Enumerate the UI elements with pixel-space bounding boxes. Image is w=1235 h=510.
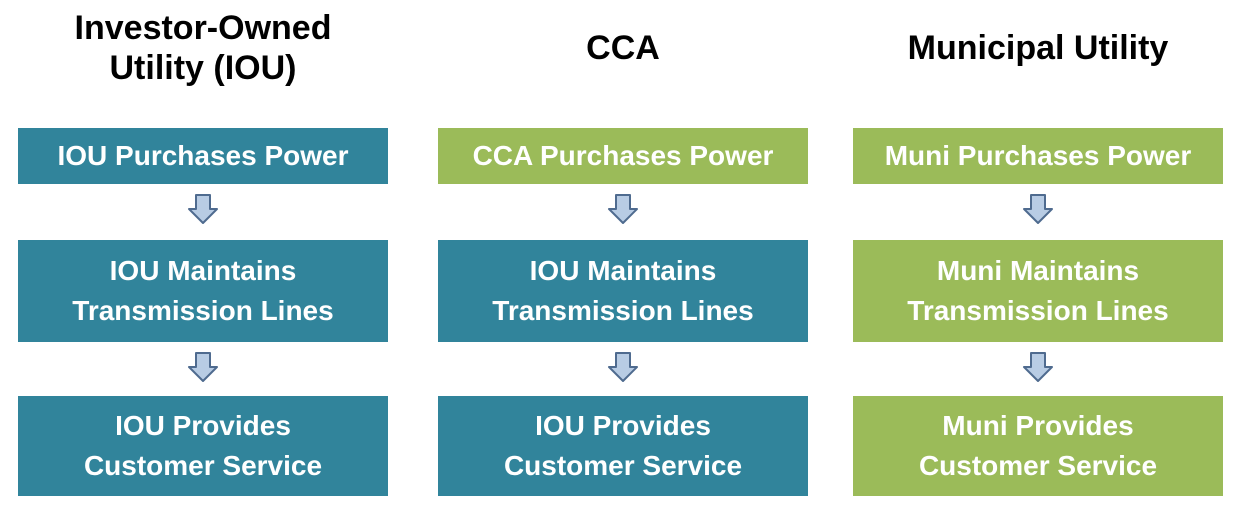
down-arrow-icon [608,352,638,382]
customer-service-box: Muni Provides Customer Service [853,396,1223,496]
customer-service-box: IOU Provides Customer Service [18,396,388,496]
down-arrow-icon [188,194,218,224]
column-title: CCA [586,29,660,67]
down-arrow-icon [1023,194,1053,224]
maintains-transmission-box: IOU Maintains Transmission Lines [18,240,388,342]
column-cca: CCA CCA Purchases Power IOU Maintains Tr… [438,0,808,510]
down-arrow-icon [188,352,218,382]
column-municipal: Municipal Utility Muni Purchases Power M… [853,0,1223,510]
purchases-power-box: IOU Purchases Power [18,128,388,184]
column-title: Investor-Owned Utility (IOU) [74,9,332,87]
customer-service-box: IOU Provides Customer Service [438,396,808,496]
column-iou: Investor-Owned Utility (IOU) IOU Purchas… [18,0,388,510]
maintains-transmission-box: Muni Maintains Transmission Lines [853,240,1223,342]
maintains-transmission-box: IOU Maintains Transmission Lines [438,240,808,342]
down-arrow-icon [1023,352,1053,382]
purchases-power-box: CCA Purchases Power [438,128,808,184]
purchases-power-box: Muni Purchases Power [853,128,1223,184]
column-title: Municipal Utility [907,29,1169,67]
down-arrow-icon [608,194,638,224]
